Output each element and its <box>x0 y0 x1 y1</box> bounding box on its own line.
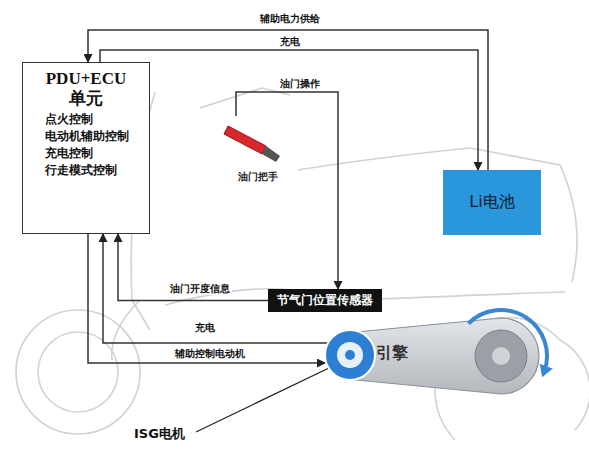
node-label: ISG电机 <box>134 425 185 443</box>
node-label: 油门把手 <box>222 170 294 184</box>
node-outline <box>324 329 376 381</box>
front-rim <box>38 332 118 412</box>
motorcycle-outline <box>16 88 589 440</box>
pulley-hub <box>492 347 510 365</box>
leader-line <box>196 367 331 432</box>
rear-pulley <box>475 330 527 382</box>
node-label: 引擎 <box>376 343 408 364</box>
connector-arrow <box>100 50 478 170</box>
control-unit-box: PDU+ECU 单元点火控制电动机辅助控制充电控制行走模式控制 <box>22 62 150 234</box>
edge-label: 充电 <box>278 35 302 48</box>
edge-label: 充电 <box>193 321 217 334</box>
seat <box>298 148 577 282</box>
fender <box>112 300 140 360</box>
grip-base <box>262 146 280 162</box>
motor-body <box>325 330 375 380</box>
box-heading: PDU+ECU 单元 <box>36 69 136 109</box>
edge-label: 辅助电力供给 <box>258 12 322 25</box>
motor-shaft <box>345 350 355 360</box>
rotation-arrow <box>468 310 547 372</box>
front-wheel <box>16 310 140 434</box>
grip-handle <box>224 126 266 154</box>
handlebar <box>200 88 290 108</box>
function-item: 点火控制 <box>31 111 141 128</box>
throttle-grip: 油门把手 <box>222 112 294 190</box>
edge-label: 油门开度信息 <box>168 282 232 295</box>
battery-box: Li电池 <box>443 170 541 235</box>
function-item: 充电控制 <box>31 145 141 162</box>
isg-motor-circle: ISG电机 <box>324 329 376 381</box>
sensor-box: 节气门位置传感器 <box>268 289 382 312</box>
edge-label: 油门操作 <box>278 77 322 90</box>
connector-arrow <box>118 234 268 301</box>
function-item: 电动机辅助控制 <box>31 128 141 145</box>
edge-label: 辅助控制电动机 <box>173 347 247 360</box>
connector-arrow <box>236 92 338 289</box>
function-item: 行走模式控制 <box>31 162 141 179</box>
node-label: 节气门位置传感器 <box>277 292 373 309</box>
node-label: Li电池 <box>469 192 514 213</box>
motor-ring <box>337 342 363 368</box>
